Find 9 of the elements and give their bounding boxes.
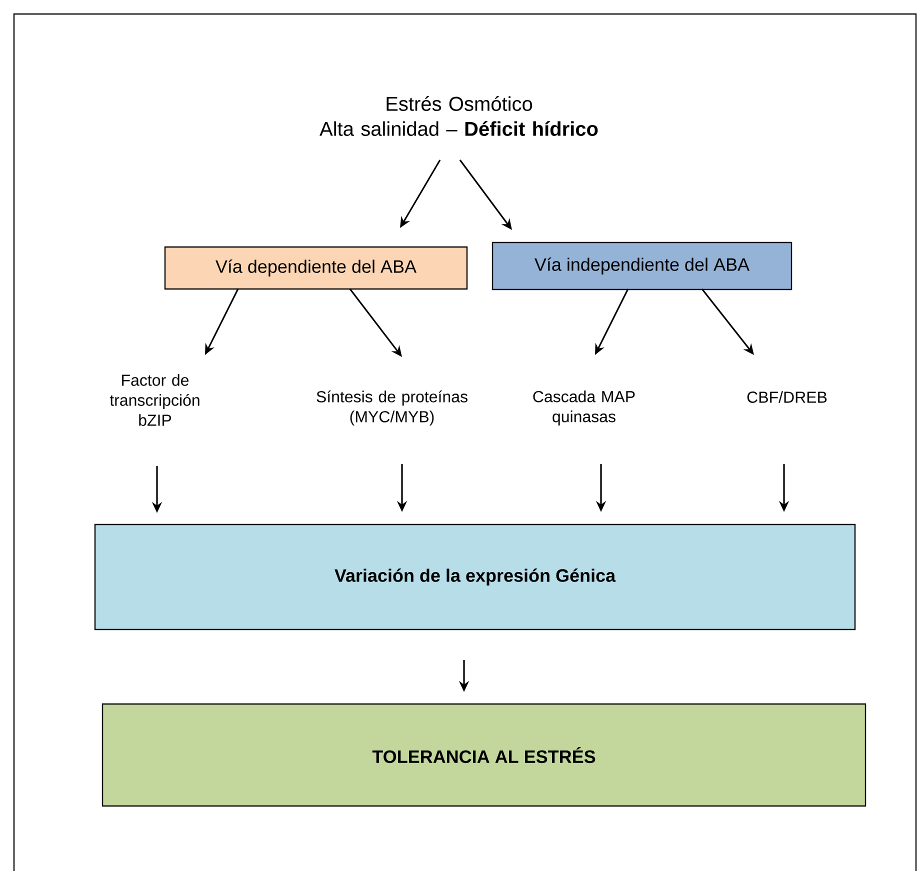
process-box: Vía dependiente del ABA [164, 246, 468, 290]
node-text: CBF/DREB [747, 391, 827, 403]
node-text: Factor de transcripción bZIP [110, 374, 200, 426]
process-box: Variación de la expresión Génica [94, 524, 856, 630]
process-box: TOLERANCIA AL ESTRÉS [102, 703, 866, 807]
node-text: Síntesis de proteínas (MYC/MYB) [316, 390, 468, 426]
process-box: Vía independiente del ABA [492, 242, 792, 290]
node-text: Estrés Osmótico Alta salinidad – Déficit hídrico [320, 96, 598, 136]
node-text: Cascada MAP quinasas [533, 390, 635, 426]
